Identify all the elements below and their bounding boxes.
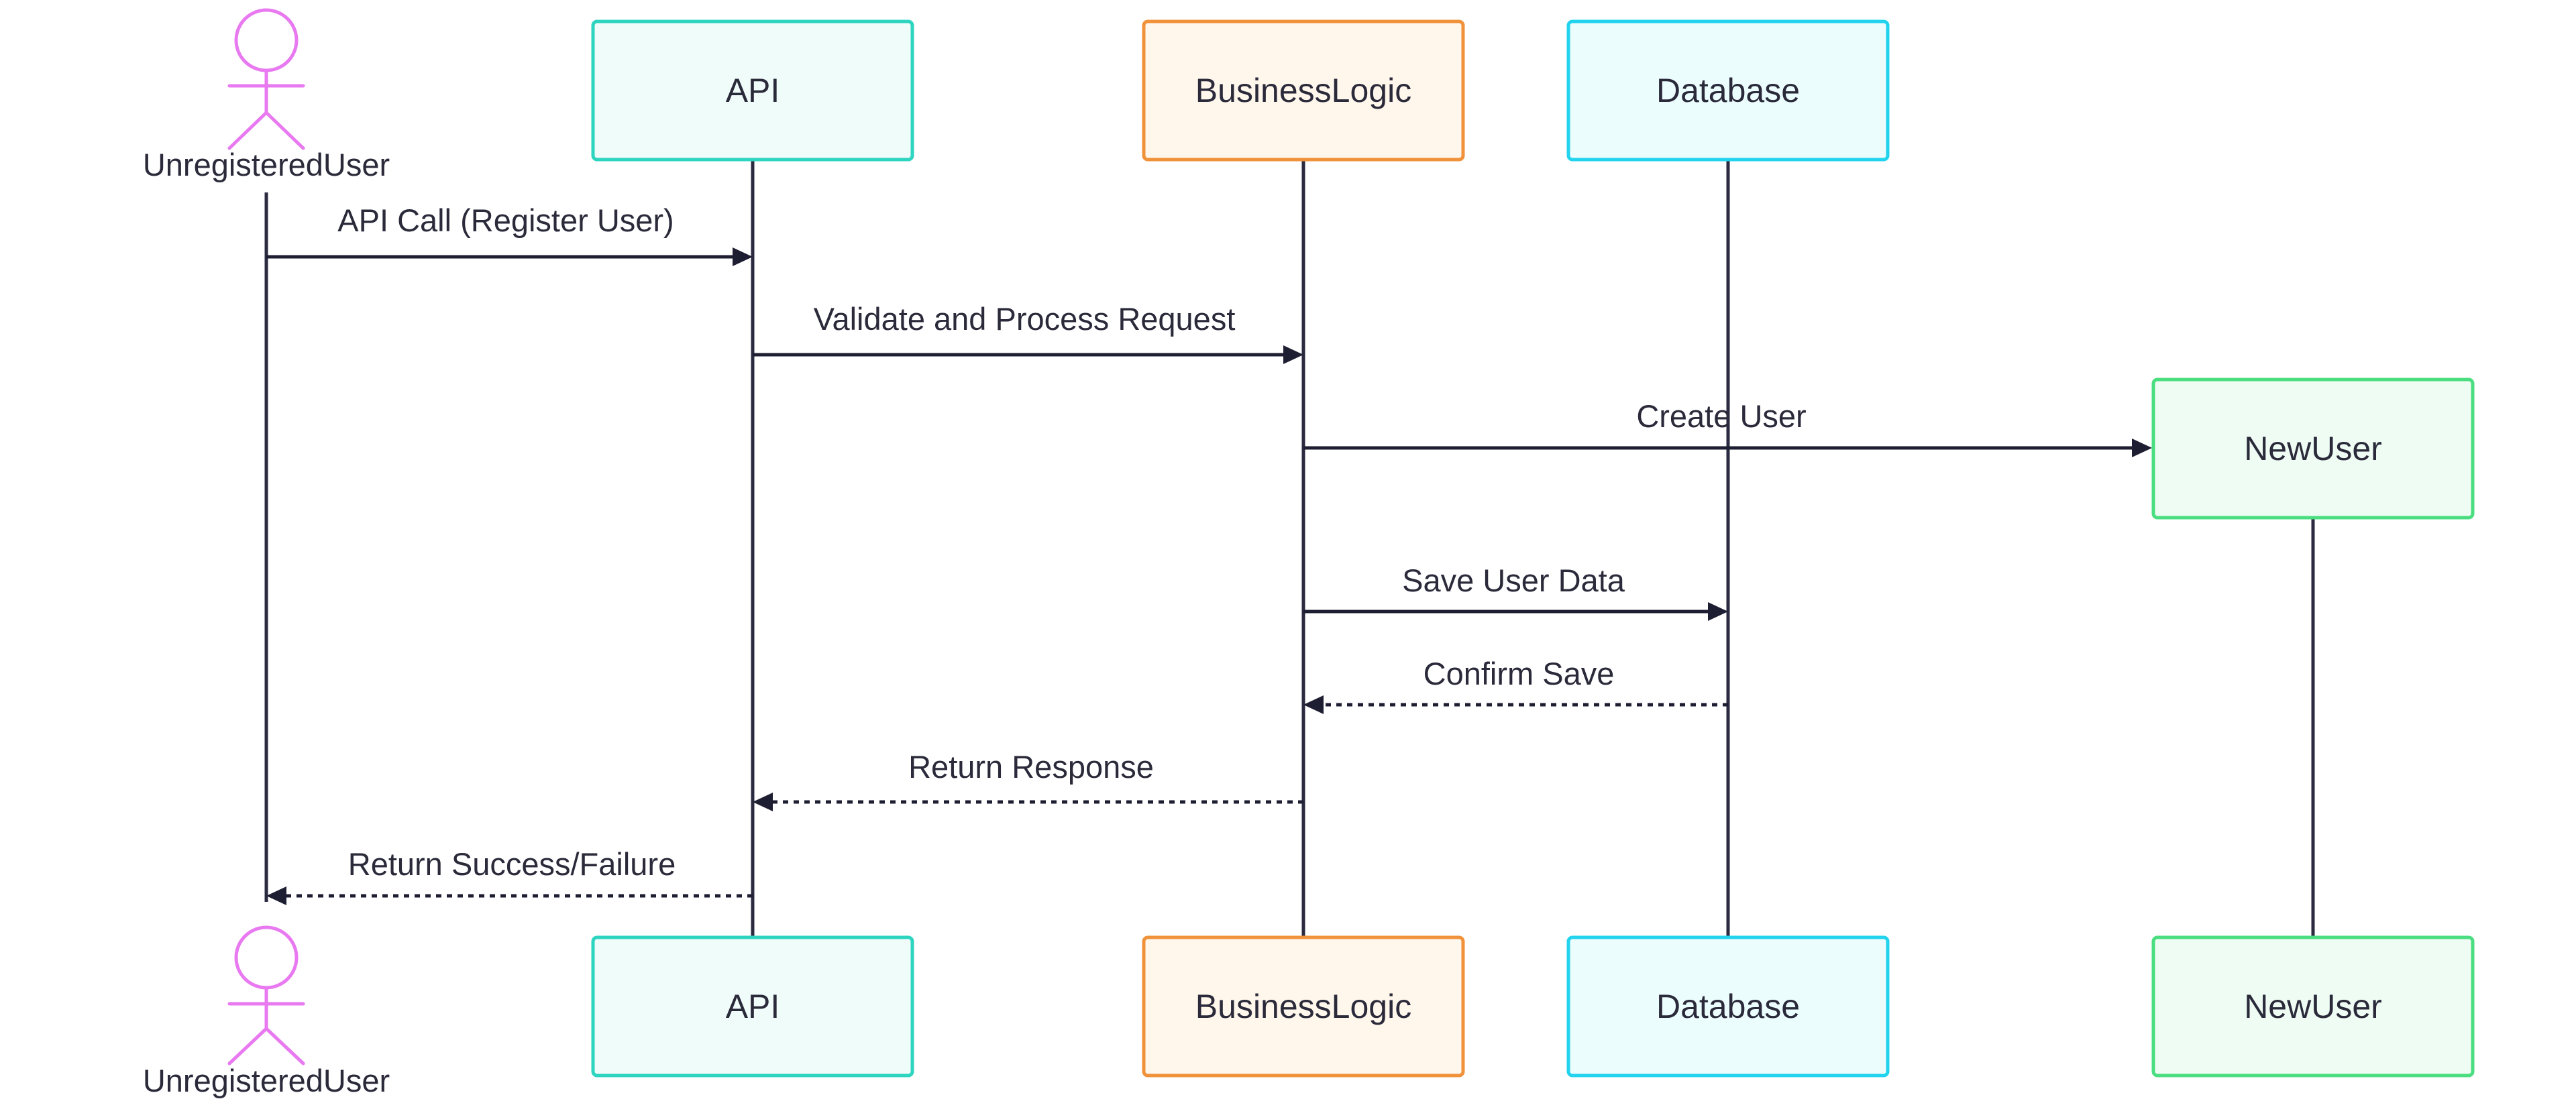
arrowhead-icon — [1303, 695, 1324, 714]
participant-business-logic-top: BusinessLogic — [1142, 19, 1465, 162]
stick-figure-icon — [227, 925, 305, 1065]
message-label: Confirm Save — [1424, 656, 1615, 691]
message-save-user-data: Save User Data — [1303, 563, 1728, 621]
message-label: Create User — [1636, 398, 1806, 434]
message-validate-process: Validate and Process Request — [753, 301, 1303, 364]
arrowhead-icon — [753, 793, 773, 811]
message-label: API Call (Register User) — [337, 203, 674, 238]
actor-unregistered-user-bottom: UnregisteredUser — [143, 925, 390, 1098]
arrowhead-icon — [266, 886, 286, 905]
participant-api-bottom: API — [591, 935, 914, 1078]
message-api-call: API Call (Register User) — [266, 203, 753, 266]
participant-label: Database — [1656, 988, 1800, 1025]
participant-box — [1142, 935, 1465, 1078]
message-label: Save User Data — [1402, 563, 1625, 598]
participant-label: BusinessLogic — [1195, 988, 1411, 1025]
participant-box — [1566, 935, 1890, 1078]
message-return-success-failure: Return Success/Failure — [266, 846, 753, 905]
participant-box — [2151, 935, 2475, 1078]
participant-label: NewUser — [2244, 988, 2382, 1025]
participant-box — [591, 19, 914, 162]
participant-database-bottom: Database — [1566, 935, 1890, 1078]
arrowhead-icon — [1708, 602, 1728, 621]
participant-box — [591, 935, 914, 1078]
participant-business-logic-bottom: BusinessLogic — [1142, 935, 1465, 1078]
participant-label: Database — [1656, 72, 1800, 109]
actor-label: UnregisteredUser — [143, 147, 390, 182]
participant-database-top: Database — [1566, 19, 1890, 162]
participant-new-user-bottom: NewUser — [2151, 935, 2475, 1078]
participant-box — [2151, 378, 2475, 520]
arrowhead-icon — [1283, 345, 1303, 364]
participant-label: BusinessLogic — [1195, 72, 1411, 109]
participant-api-top: API — [591, 19, 914, 162]
participant-box — [1566, 19, 1890, 162]
stick-figure-icon — [227, 8, 305, 150]
arrowhead-icon — [2132, 439, 2152, 457]
message-create-user: Create User — [1303, 398, 2152, 457]
actor-label: UnregisteredUser — [143, 1063, 390, 1098]
message-label: Validate and Process Request — [814, 301, 1236, 337]
message-label: Return Success/Failure — [348, 846, 676, 882]
message-return-response: Return Response — [753, 749, 1303, 811]
participant-new-user-created: NewUser — [2151, 378, 2475, 520]
message-label: Return Response — [908, 749, 1154, 785]
message-confirm-save: Confirm Save — [1303, 656, 1728, 714]
actor-unregistered-user-top: UnregisteredUser — [143, 8, 390, 182]
participant-label: API — [726, 988, 780, 1025]
participant-label: NewUser — [2244, 430, 2382, 467]
arrowhead-icon — [733, 247, 753, 266]
participant-label: API — [726, 72, 780, 109]
participant-box — [1142, 19, 1465, 162]
